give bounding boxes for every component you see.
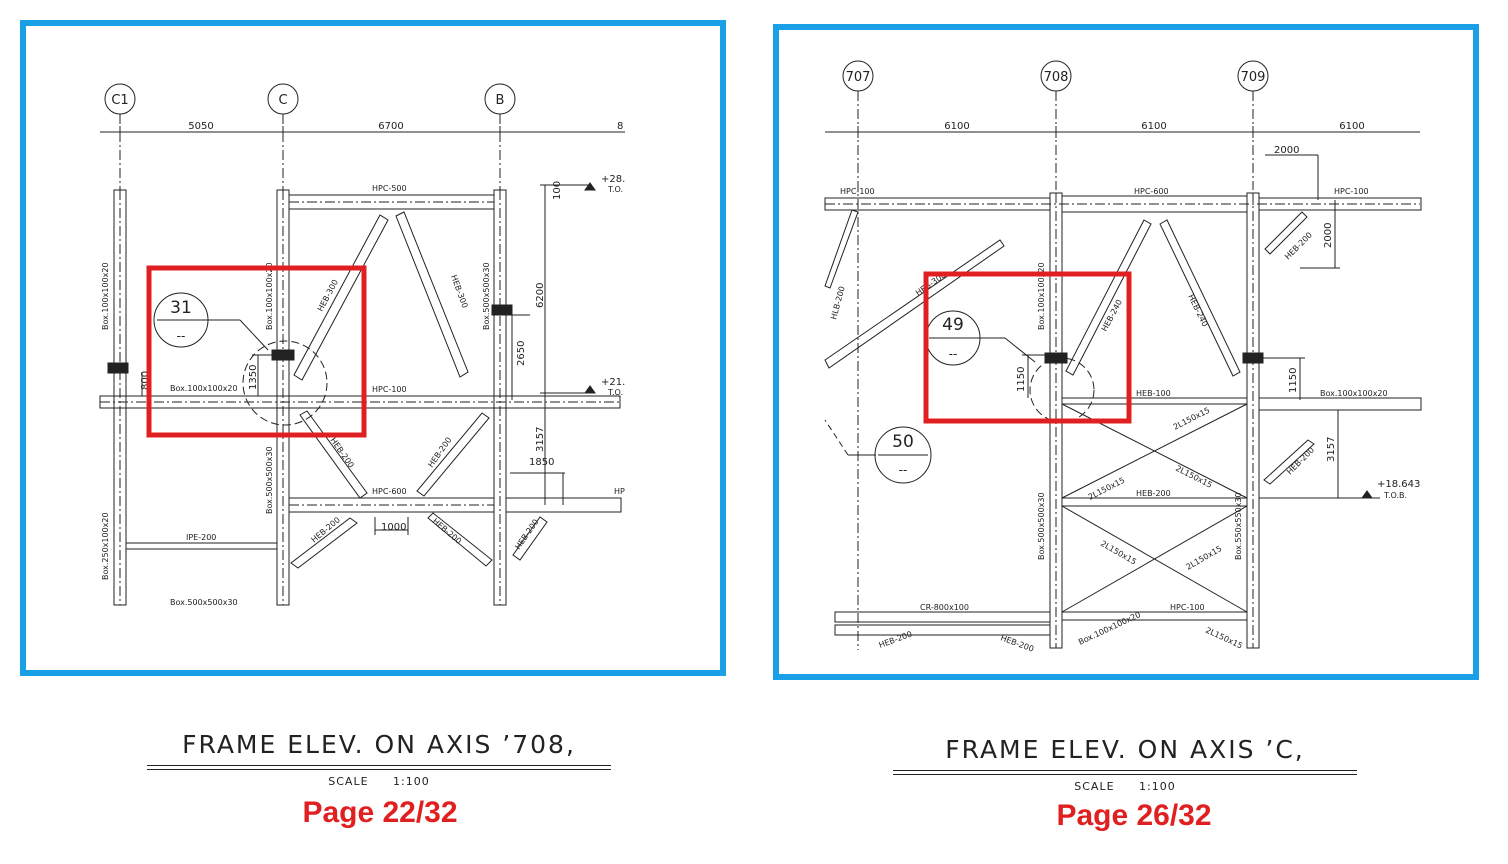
- right-span-dim: 6100: [1141, 121, 1166, 132]
- member-label: Box.100x100x20: [1037, 262, 1046, 330]
- left-level-value: +28.: [601, 174, 625, 185]
- left-title-underline: [147, 769, 611, 770]
- left-level-tag: T.O.: [607, 185, 623, 194]
- right-title-text: FRAME ELEV. ON AXIS ’C,: [945, 735, 1305, 764]
- right-span-dim: 6100: [944, 121, 969, 132]
- left-highlight-box: [146, 265, 367, 438]
- right-detail-number: 49: [942, 315, 964, 335]
- member-label: HEB-200: [1136, 489, 1171, 498]
- dim-3157: 3157: [1326, 437, 1337, 462]
- member-label: HEB-200: [878, 630, 914, 650]
- right-scale-label: SCALE: [1074, 780, 1115, 793]
- member-label: HEB-300: [449, 274, 469, 310]
- right-frame-elevation: 707 708 709 6100 6100 6100 2000 +18.643 …: [824, 60, 1422, 654]
- dim-1850: 1850: [529, 457, 554, 468]
- left-drawing-panel: C1 C B 5050 6700 8 1850 1000 +28. +21. T…: [20, 20, 726, 676]
- member-label: HPC-600: [1134, 187, 1169, 196]
- dim-2000-v: 2000: [1323, 223, 1334, 248]
- left-title-text: FRAME ELEV. ON AXIS ’708,: [182, 730, 576, 759]
- right-title-underline: [893, 774, 1357, 775]
- member-label: HEB-200: [328, 436, 355, 470]
- left-axis-label: B: [496, 93, 505, 108]
- member-label: Box.100x100x20: [170, 384, 238, 393]
- right-drawing-title: FRAME ELEV. ON AXIS ’C, SCALE 1:100: [893, 735, 1357, 793]
- left-frame-elevation: C1 C B 5050 6700 8 1850 1000 +28. +21. T…: [99, 83, 625, 607]
- member-label: HEB-200: [1285, 446, 1316, 477]
- right-scale: SCALE 1:100: [893, 780, 1357, 793]
- member-label: 2L150x15: [1099, 539, 1138, 567]
- left-level-value: +21.: [601, 377, 625, 388]
- left-span-dim: 6700: [378, 121, 403, 132]
- left-title-underline: [147, 765, 611, 766]
- member-label: HPC-100: [1170, 603, 1205, 612]
- member-label: 2L150x15: [1174, 464, 1213, 490]
- member-label: HEB-100: [1136, 389, 1171, 398]
- member-label: HPC-500: [372, 184, 407, 193]
- right-span-dim: 6100: [1339, 121, 1364, 132]
- dim-1350: 1350: [248, 365, 259, 390]
- right-axis-label: 707: [846, 70, 871, 85]
- member-label: Box.100x100x20: [1077, 610, 1142, 647]
- member-label: Box.100x100x20: [265, 262, 274, 330]
- member-label: HEB-200: [310, 515, 342, 544]
- right-scale-value: 1:100: [1139, 780, 1176, 793]
- member-label: HPC-100: [1334, 187, 1369, 196]
- dim-2000-h: 2000: [1274, 145, 1299, 156]
- left-scale-label: SCALE: [328, 775, 369, 788]
- right-axis-label: 709: [1241, 70, 1266, 85]
- dim-3157: 3157: [535, 427, 546, 452]
- right-level-tag: T.O.B.: [1383, 491, 1407, 500]
- left-span-dim: 8: [617, 121, 623, 132]
- member-label: HP: [614, 487, 625, 496]
- dim-6200: 6200: [535, 283, 546, 308]
- member-label: Box.500x500x30: [170, 598, 238, 607]
- left-detail-sub: --: [177, 329, 186, 343]
- left-span-dim: 5050: [188, 121, 213, 132]
- dim-2650: 2650: [516, 341, 527, 366]
- member-label: HPC-100: [372, 385, 407, 394]
- member-label: Box.100x100x20: [1320, 389, 1388, 398]
- member-label: Box.250x100x20: [101, 512, 110, 580]
- member-label: HPC-100: [840, 187, 875, 196]
- right-detail-number: 50: [892, 432, 914, 452]
- right-highlight-box: [923, 271, 1132, 424]
- left-axis-label: C1: [111, 93, 128, 108]
- right-detail-sub: --: [949, 347, 958, 361]
- member-label: IPE-200: [186, 533, 216, 542]
- left-detail-number: 31: [170, 298, 192, 318]
- member-label: HEB-200: [999, 633, 1035, 653]
- left-axis-label: C: [278, 93, 287, 108]
- right-title-underline: [893, 770, 1357, 771]
- left-scale: SCALE 1:100: [147, 775, 611, 788]
- member-label: 2L150x15: [1172, 406, 1211, 432]
- member-label: HLB-200: [829, 285, 847, 320]
- member-label: Box.500x500x30: [482, 262, 491, 330]
- dim-800: 800: [140, 371, 151, 390]
- dim-1000: 1000: [381, 522, 406, 533]
- right-level-value: +18.643: [1377, 479, 1420, 490]
- member-label: HEB-200: [513, 518, 540, 552]
- member-label: 2L150x15: [1185, 544, 1224, 572]
- member-label: HPC-600: [372, 487, 407, 496]
- left-drawing-title: FRAME ELEV. ON AXIS ’708, SCALE 1:100: [147, 730, 611, 788]
- dim-1150: 1150: [1016, 367, 1027, 392]
- right-page-label: Page 26/32: [1056, 799, 1212, 832]
- dim-1150: 1150: [1288, 368, 1299, 393]
- member-label: CR-800x100: [920, 603, 969, 612]
- member-label: Box.550x550x30: [1234, 492, 1243, 560]
- left-scale-value: 1:100: [393, 775, 430, 788]
- member-label: Box.100x100x20: [101, 262, 110, 330]
- member-label: HEB-200: [1283, 231, 1314, 262]
- member-label: HEB-240: [1186, 293, 1209, 328]
- member-label: 2L150x15: [1204, 626, 1244, 651]
- right-detail-sub: --: [899, 463, 908, 477]
- member-label: Box.500x500x30: [265, 446, 274, 514]
- left-page-label: Page 22/32: [302, 796, 458, 829]
- left-level-tag: T.O.: [607, 388, 623, 397]
- member-label: HEB-200: [431, 517, 463, 546]
- right-drawing-panel: 707 708 709 6100 6100 6100 2000 +18.643 …: [773, 24, 1479, 680]
- dim-100: 100: [552, 181, 563, 200]
- member-label: Box.500x500x30: [1037, 492, 1046, 560]
- right-axis-label: 708: [1044, 70, 1069, 85]
